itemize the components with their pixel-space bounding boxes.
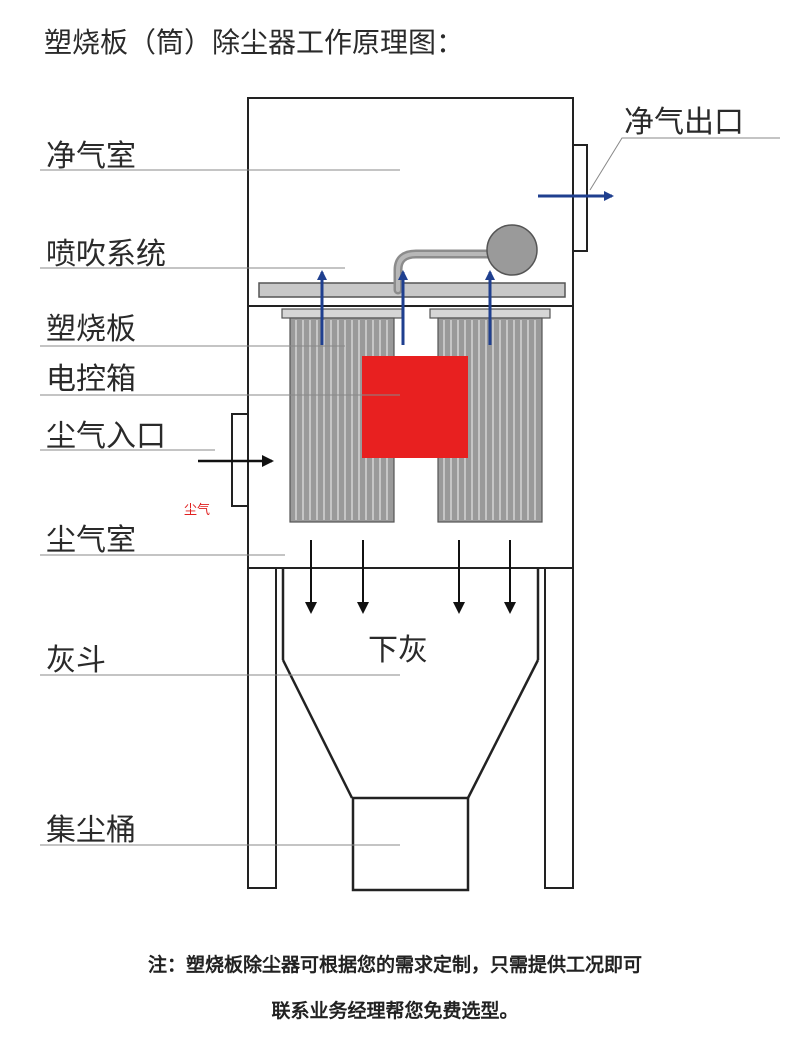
clean-chamber-housing	[247, 97, 574, 307]
label-dust-inlet: 尘气入口	[46, 419, 166, 454]
filter-cap-left	[281, 308, 403, 319]
support-leg-left	[247, 567, 277, 889]
label-dust-gas: 尘气	[184, 502, 210, 518]
note-line-2: 联系业务经理帮您免费选型。	[271, 1000, 519, 1022]
pulse-header-tank	[486, 224, 538, 276]
label-ash-down: 下灰	[368, 633, 428, 668]
dust-bucket	[351, 796, 470, 892]
label-ash-hopper: 灰斗	[46, 643, 106, 678]
leader-clean-outlet	[589, 137, 780, 191]
label-control-box: 电控箱	[46, 362, 136, 397]
label-dust-chamber: 尘气室	[46, 523, 136, 558]
diagram-title: 塑烧板（筒）除尘器工作原理图：	[44, 26, 464, 59]
blow-pipe-inner	[396, 252, 494, 292]
clean-outlet-flange	[572, 144, 588, 252]
note-line-1: 注：塑烧板除尘器可根据您的需求定制，只需提供工况即可	[147, 954, 642, 976]
hopper-slope-left	[281, 659, 354, 799]
label-sinter-plate: 塑烧板	[46, 312, 136, 347]
control-box	[362, 356, 468, 458]
support-leg-right	[544, 567, 574, 889]
label-clean-outlet: 净气出口	[624, 105, 744, 140]
label-dust-bucket: 集尘桶	[46, 813, 136, 848]
label-blow-system: 喷吹系统	[46, 237, 166, 272]
hopper-slope-right	[466, 659, 540, 799]
tube-sheet	[258, 282, 566, 298]
label-clean-chamber: 净气室	[46, 139, 136, 174]
